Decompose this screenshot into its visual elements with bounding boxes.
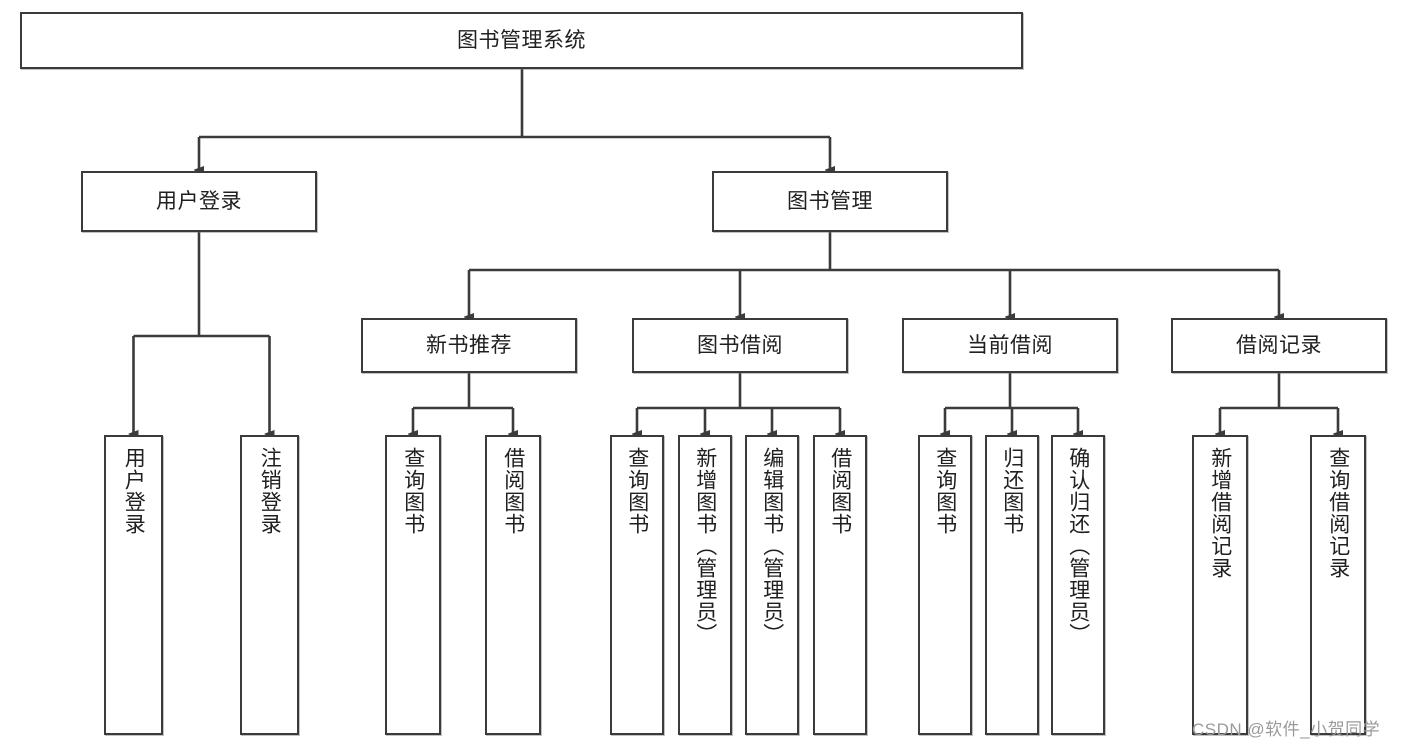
node-label: 新增借阅记录 [1208,447,1232,579]
node-label: 图书管理 [787,189,873,213]
node-book-borrow[interactable]: 图书借阅 [632,318,848,373]
node-label: 借阅图书 [501,447,525,535]
watermark-text: CSDN @软件_小贺同学 [1192,720,1381,739]
node-current-borrow[interactable]: 当前借阅 [902,318,1118,373]
node-leaf-cb-query[interactable]: 查询图书 [918,435,972,735]
node-leaf-bb-edit[interactable]: 编辑图书（管理员） [745,435,799,735]
node-label: 查询借阅记录 [1326,447,1350,579]
node-label: 归还图书 [1000,447,1024,535]
edge-group [134,69,1339,434]
node-label: 借阅记录 [1236,333,1322,357]
node-label: 借阅图书 [828,447,852,535]
node-label: 注销登录 [258,447,282,535]
node-leaf-br-add[interactable]: 新增借阅记录 [1192,435,1248,735]
node-book-manage[interactable]: 图书管理 [712,171,948,232]
node-leaf-user-login[interactable]: 用户登录 [104,435,163,735]
node-borrow-record[interactable]: 借阅记录 [1171,318,1387,373]
node-label: 用户登录 [122,447,146,535]
node-leaf-cb-return[interactable]: 归还图书 [985,435,1039,735]
node-label: 查询图书 [933,447,957,535]
node-leaf-rec-borrow[interactable]: 借阅图书 [485,435,541,735]
node-leaf-bb-query[interactable]: 查询图书 [610,435,664,735]
node-leaf-rec-query[interactable]: 查询图书 [385,435,441,735]
node-label: 确认归还（管理员） [1066,447,1090,645]
node-label: 用户登录 [156,189,242,213]
node-leaf-bb-borrow[interactable]: 借阅图书 [813,435,867,735]
node-label: 编辑图书（管理员） [760,447,784,645]
node-user-login[interactable]: 用户登录 [81,171,317,232]
node-leaf-user-logout[interactable]: 注销登录 [240,435,299,735]
node-label: 新增图书（管理员） [693,447,717,645]
node-label: 查询图书 [625,447,649,535]
node-label: 新书推荐 [426,333,512,357]
node-root[interactable]: 图书管理系统 [20,12,1023,69]
node-leaf-bb-add[interactable]: 新增图书（管理员） [678,435,732,735]
node-label: 查询图书 [401,447,425,535]
node-leaf-br-query[interactable]: 查询借阅记录 [1310,435,1366,735]
node-label: 当前借阅 [967,333,1053,357]
node-label: 图书借阅 [697,333,783,357]
node-new-book-rec[interactable]: 新书推荐 [361,318,577,373]
node-label: 图书管理系统 [457,28,586,52]
node-leaf-cb-confirm[interactable]: 确认归还（管理员） [1051,435,1105,735]
watermark: CSDN @软件_小贺同学 [1192,715,1380,740]
